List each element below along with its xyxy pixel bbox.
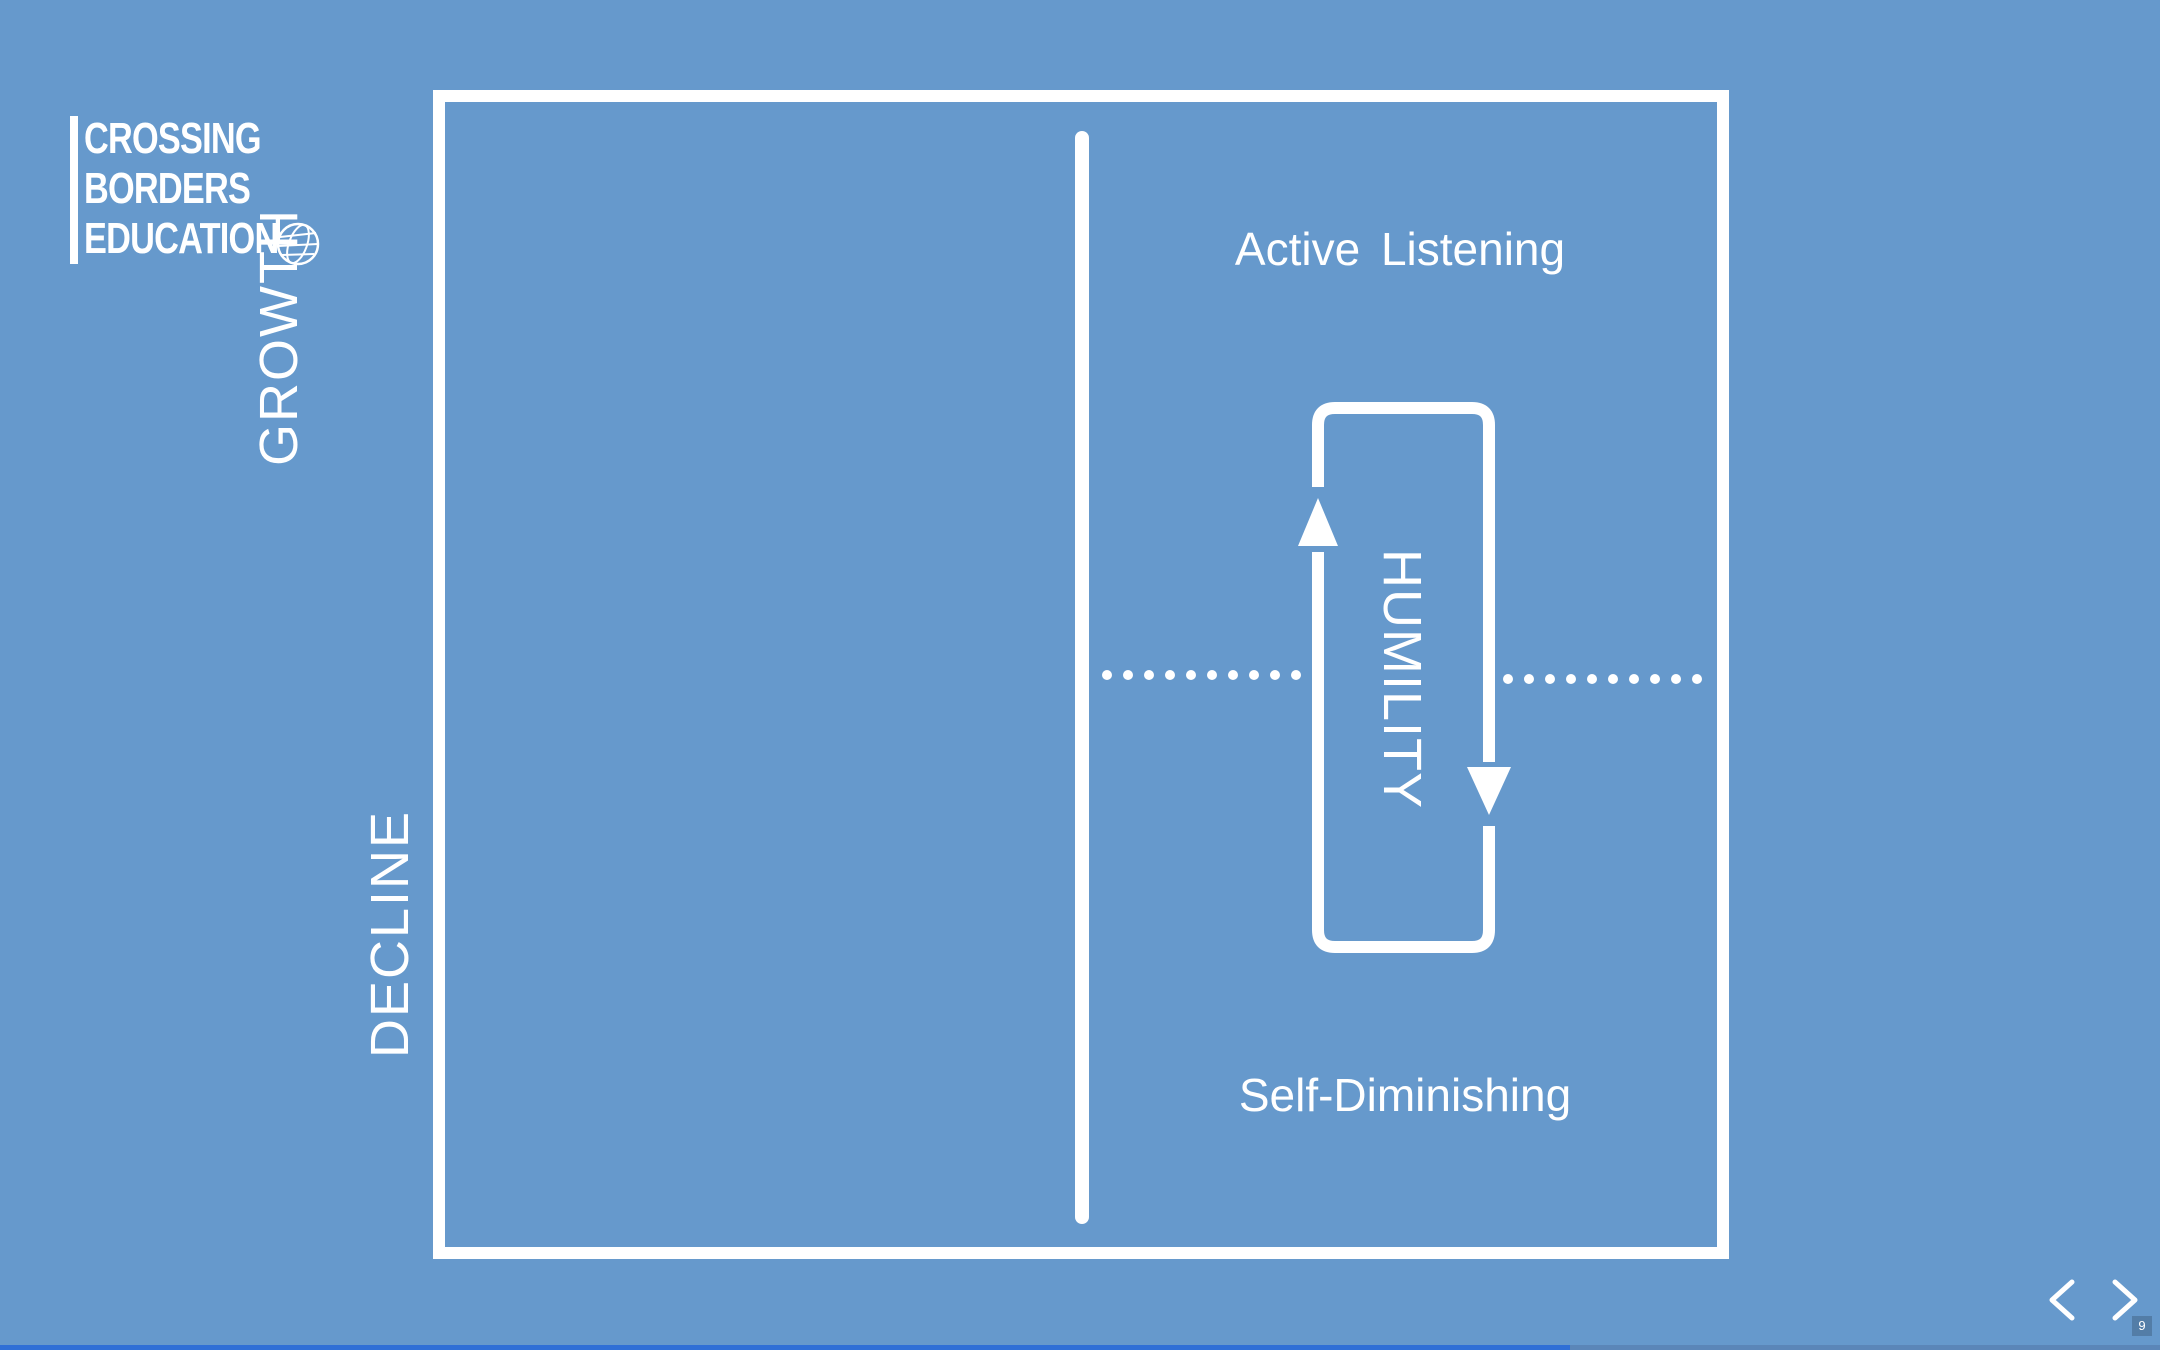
next-slide-button[interactable] — [2105, 1276, 2145, 1324]
globe-icon — [276, 222, 320, 266]
logo-line-3: EDUCATION — [84, 214, 279, 263]
logo-bar — [70, 116, 78, 264]
logo-line-2: BORDERS — [84, 164, 251, 213]
center-divider — [1075, 131, 1089, 1224]
progress-bar-fill — [0, 1345, 1571, 1350]
growth-axis-label: GROWTH — [249, 208, 309, 466]
active-listening-label: Active Listening — [1234, 223, 1566, 275]
decline-axis-label: DECLINE — [360, 809, 420, 1059]
crossing-borders-education-logo: CROSSING BORDERS EDUCATION — [70, 114, 330, 266]
previous-slide-button[interactable] — [2042, 1276, 2082, 1324]
progress-bar — [0, 1345, 2160, 1350]
chevron-right-icon — [2112, 1279, 2138, 1321]
page-number: 9 — [2132, 1316, 2152, 1336]
chevron-left-icon — [2049, 1279, 2075, 1321]
humility-label: HUMILITY — [1372, 548, 1432, 810]
self-diminishing-label: Self-Diminishing — [1238, 1069, 1572, 1121]
diagram-frame — [433, 90, 1729, 1259]
logo-line-1: CROSSING — [84, 114, 262, 163]
